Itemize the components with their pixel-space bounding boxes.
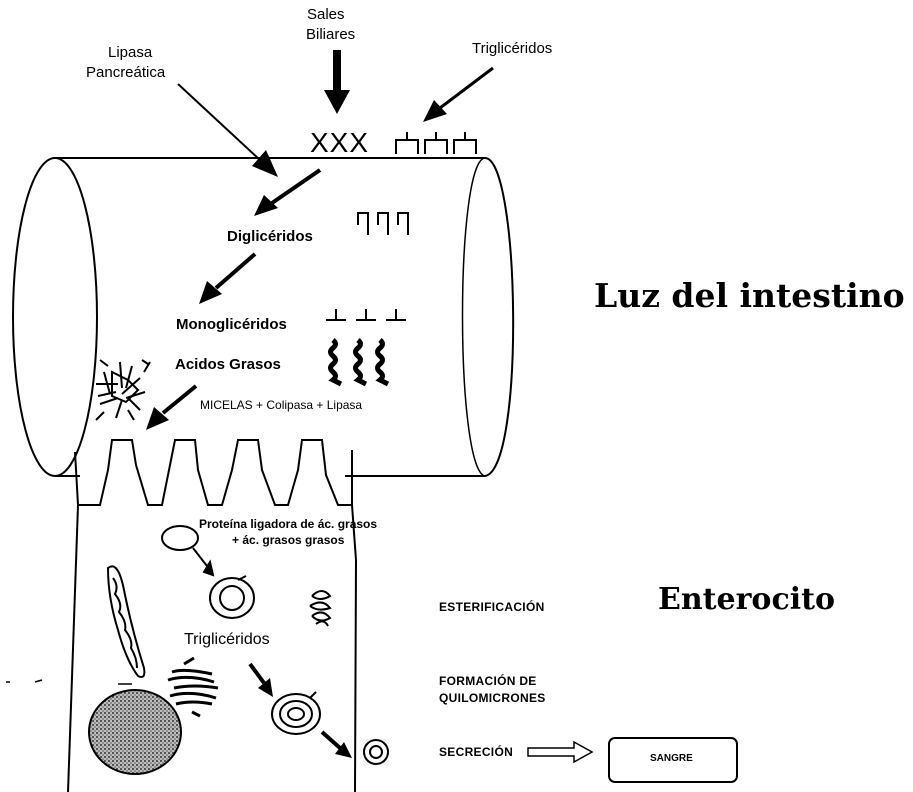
sales-biliares-label-line1: Sales bbox=[307, 6, 345, 23]
binding-protein bbox=[162, 526, 213, 575]
secrecion-arrow bbox=[528, 742, 592, 762]
sangre-label: SANGRE bbox=[650, 753, 693, 764]
nucleus bbox=[89, 690, 181, 774]
lipid-droplet bbox=[210, 576, 254, 618]
xxx-label: XXX bbox=[310, 127, 369, 159]
proteina-label-line1: Proteína ligadora de ác. grasos bbox=[199, 517, 377, 531]
luz-intestino-title: Luz del intestino bbox=[594, 276, 905, 315]
trigliceridos-arrow bbox=[423, 68, 493, 122]
golgi-coil bbox=[310, 591, 330, 626]
lipasa-label-line1: Lipasa bbox=[108, 44, 152, 61]
micelle-structure bbox=[96, 360, 150, 420]
triglyceride-symbols bbox=[396, 132, 476, 154]
acidos-grasos-label: Acidos Grasos bbox=[175, 356, 281, 373]
er-stack bbox=[168, 658, 218, 716]
lipasa-label-line2: Pancreática bbox=[86, 64, 165, 81]
chylomicron-arrow-2 bbox=[322, 732, 352, 758]
microvilli bbox=[75, 440, 352, 505]
proteina-label-line2: + ác. grasos grasos bbox=[232, 533, 344, 547]
chylomicron-arrow-1 bbox=[250, 664, 273, 697]
mitochondrion bbox=[108, 566, 144, 677]
trigliceridos-top-label: Triglicéridos bbox=[472, 40, 552, 57]
chylomicron bbox=[272, 692, 320, 734]
formacion-label-line1: FORMACIÓN DE bbox=[439, 674, 537, 688]
enterocito-title: Enterocito bbox=[658, 582, 835, 617]
stray-marks bbox=[6, 680, 132, 684]
secreted-chylomicron bbox=[364, 740, 388, 764]
trigliceridos-cell-label: Triglicéridos bbox=[184, 631, 270, 649]
sales-biliares-label-line2: Biliares bbox=[306, 26, 355, 43]
digliceridos-label: Diglicéridos bbox=[227, 228, 313, 245]
fatty-acid-symbols bbox=[331, 340, 389, 384]
monoglyceride-symbols bbox=[326, 309, 406, 320]
diglyceride-symbols bbox=[358, 213, 408, 235]
micelas-arrow bbox=[146, 386, 196, 430]
sales-biliares-arrow bbox=[324, 50, 350, 114]
esterificacion-label: ESTERIFICACIÓN bbox=[439, 600, 545, 614]
formacion-label-line2: QUILOMICRONES bbox=[439, 691, 546, 705]
micelas-label: MICELAS + Colipasa + Lipasa bbox=[200, 398, 362, 412]
monogliceridos-label: Monoglicéridos bbox=[176, 316, 287, 333]
lipasa-arrow bbox=[178, 84, 278, 177]
secrecion-label: SECRECIÓN bbox=[439, 745, 513, 759]
digliceridos-arrow bbox=[254, 170, 320, 216]
monogliceridos-arrow bbox=[199, 254, 255, 304]
